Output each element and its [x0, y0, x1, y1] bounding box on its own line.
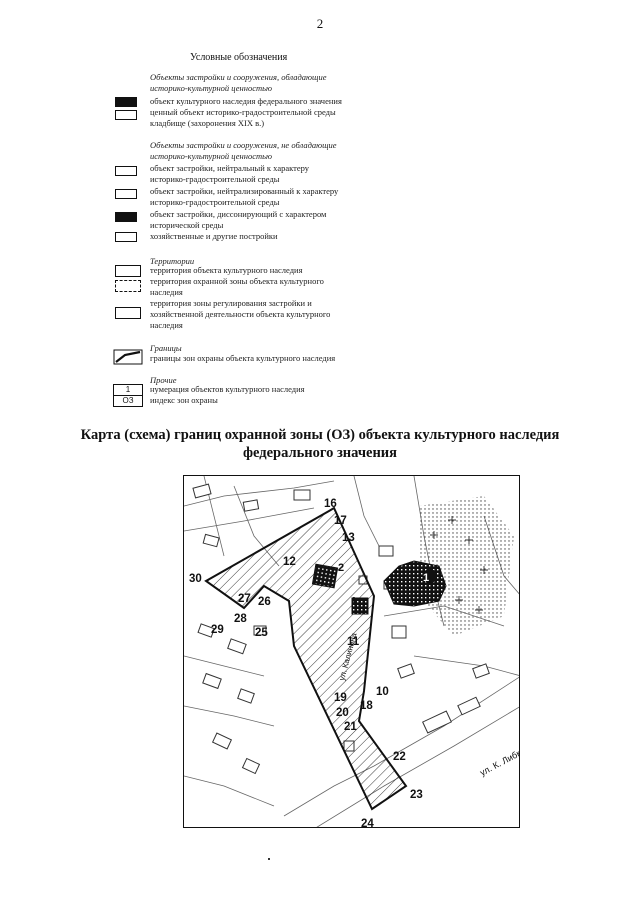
protection-zone: [204, 506, 408, 811]
legend-heading-other: Прочие: [150, 375, 177, 385]
legend-symbol-outbuildings: [115, 232, 137, 242]
legend-symbol-federal-object: [115, 97, 137, 107]
legend-symbol-neutralized: [115, 189, 137, 199]
vertex-label-23: 23: [410, 789, 423, 801]
legend-symbol-territory-protection: [115, 280, 141, 292]
vertex-label-28: 28: [234, 613, 247, 625]
legend-heading-heritage: Объекты застройки и сооружения, обладающ…: [150, 72, 327, 93]
vertex-label-12: 12: [283, 556, 296, 568]
object-label-1: 1: [423, 572, 429, 584]
legend-item-territory-heritage: территория объекта культурного наследия: [150, 265, 303, 275]
legend-heading-borders: Границы: [150, 343, 182, 353]
vertex-label-29: 29: [211, 624, 224, 636]
object-2: [311, 563, 339, 589]
vertex-label-25: 25: [255, 627, 268, 639]
legend-item-dissonant: объект застройки, диссонирующий с характ…: [150, 209, 327, 230]
vertex-label-13: 13: [342, 532, 355, 544]
vertex-label-30: 30: [189, 573, 202, 585]
legend-symbol-territory-heritage: [115, 265, 141, 277]
vertex-label-19: 19: [334, 692, 347, 704]
map-drawing: ул. Калинина ул. К. Либкнехта 1 2 1 10 1…: [184, 476, 520, 828]
vertex-label-11: 11: [347, 636, 360, 648]
legend-item-federal-object: объект культурного наследия федерального…: [150, 96, 342, 106]
legend-symbol-territory-regulation: [115, 307, 141, 319]
legend-title: Условные обозначения: [190, 52, 288, 63]
vertex-label-16: 16: [324, 498, 337, 510]
legend-item-valuable-object: ценный объект историко-градостроительной…: [150, 107, 336, 128]
cemetery-area: [419, 496, 514, 636]
vertex-label-26: 26: [258, 596, 271, 608]
legend-item-border-line: границы зон охраны объекта культурного н…: [150, 353, 336, 363]
legend-heading-no-heritage: Объекты застройки и сооружения, не облад…: [150, 140, 337, 161]
legend-item-territory-protection: территория охранной зоны объекта культур…: [150, 276, 324, 297]
vertex-label-17: 17: [334, 515, 347, 527]
object-1-small: [351, 597, 369, 615]
legend-item-neutralized: объект застройки, нейтрализированный к х…: [150, 186, 339, 207]
object-label-2: 2: [338, 562, 344, 574]
vertex-label-22: 22: [393, 751, 406, 763]
legend-symbol-dissonant: [115, 212, 137, 222]
vertex-label-10: 10: [376, 686, 389, 698]
vertex-label-27: 27: [238, 593, 251, 605]
cemetery-crosses: [430, 516, 488, 614]
legend-symbol-neutral: [115, 166, 137, 176]
legend-symbol-numbering-box: 1 ОЗ: [113, 384, 143, 407]
vertex-label-18: 18: [360, 700, 373, 712]
legend-symbol-border-line: [113, 349, 143, 365]
page-number: 2: [316, 16, 324, 31]
map-buildings: [192, 483, 490, 775]
map-title: Карта (схема) границ охранной зоны (ОЗ) …: [80, 427, 560, 461]
vertex-label-20: 20: [336, 707, 349, 719]
page-speck: [268, 858, 270, 860]
legend-item-territory-regulation: территория зоны регулирования застройки …: [150, 298, 331, 330]
object-1-church: [383, 560, 447, 607]
vertex-label-24: 24: [361, 818, 374, 828]
object-label-1b: 1: [351, 596, 357, 607]
map-frame: ул. Калинина ул. К. Либкнехта 1 2 1 10 1…: [183, 475, 520, 828]
vertex-label-21: 21: [344, 721, 357, 733]
legend-item-neutral: объект застройки, нейтральный к характер…: [150, 163, 310, 184]
legend-item-outbuildings: хозяйственные и другие постройки: [150, 231, 278, 241]
legend-heading-territories: Территории: [150, 256, 195, 266]
legend-symbol-valuable-object: [115, 110, 137, 120]
street-label-libknekhta: ул. К. Либкнехта: [478, 737, 520, 778]
